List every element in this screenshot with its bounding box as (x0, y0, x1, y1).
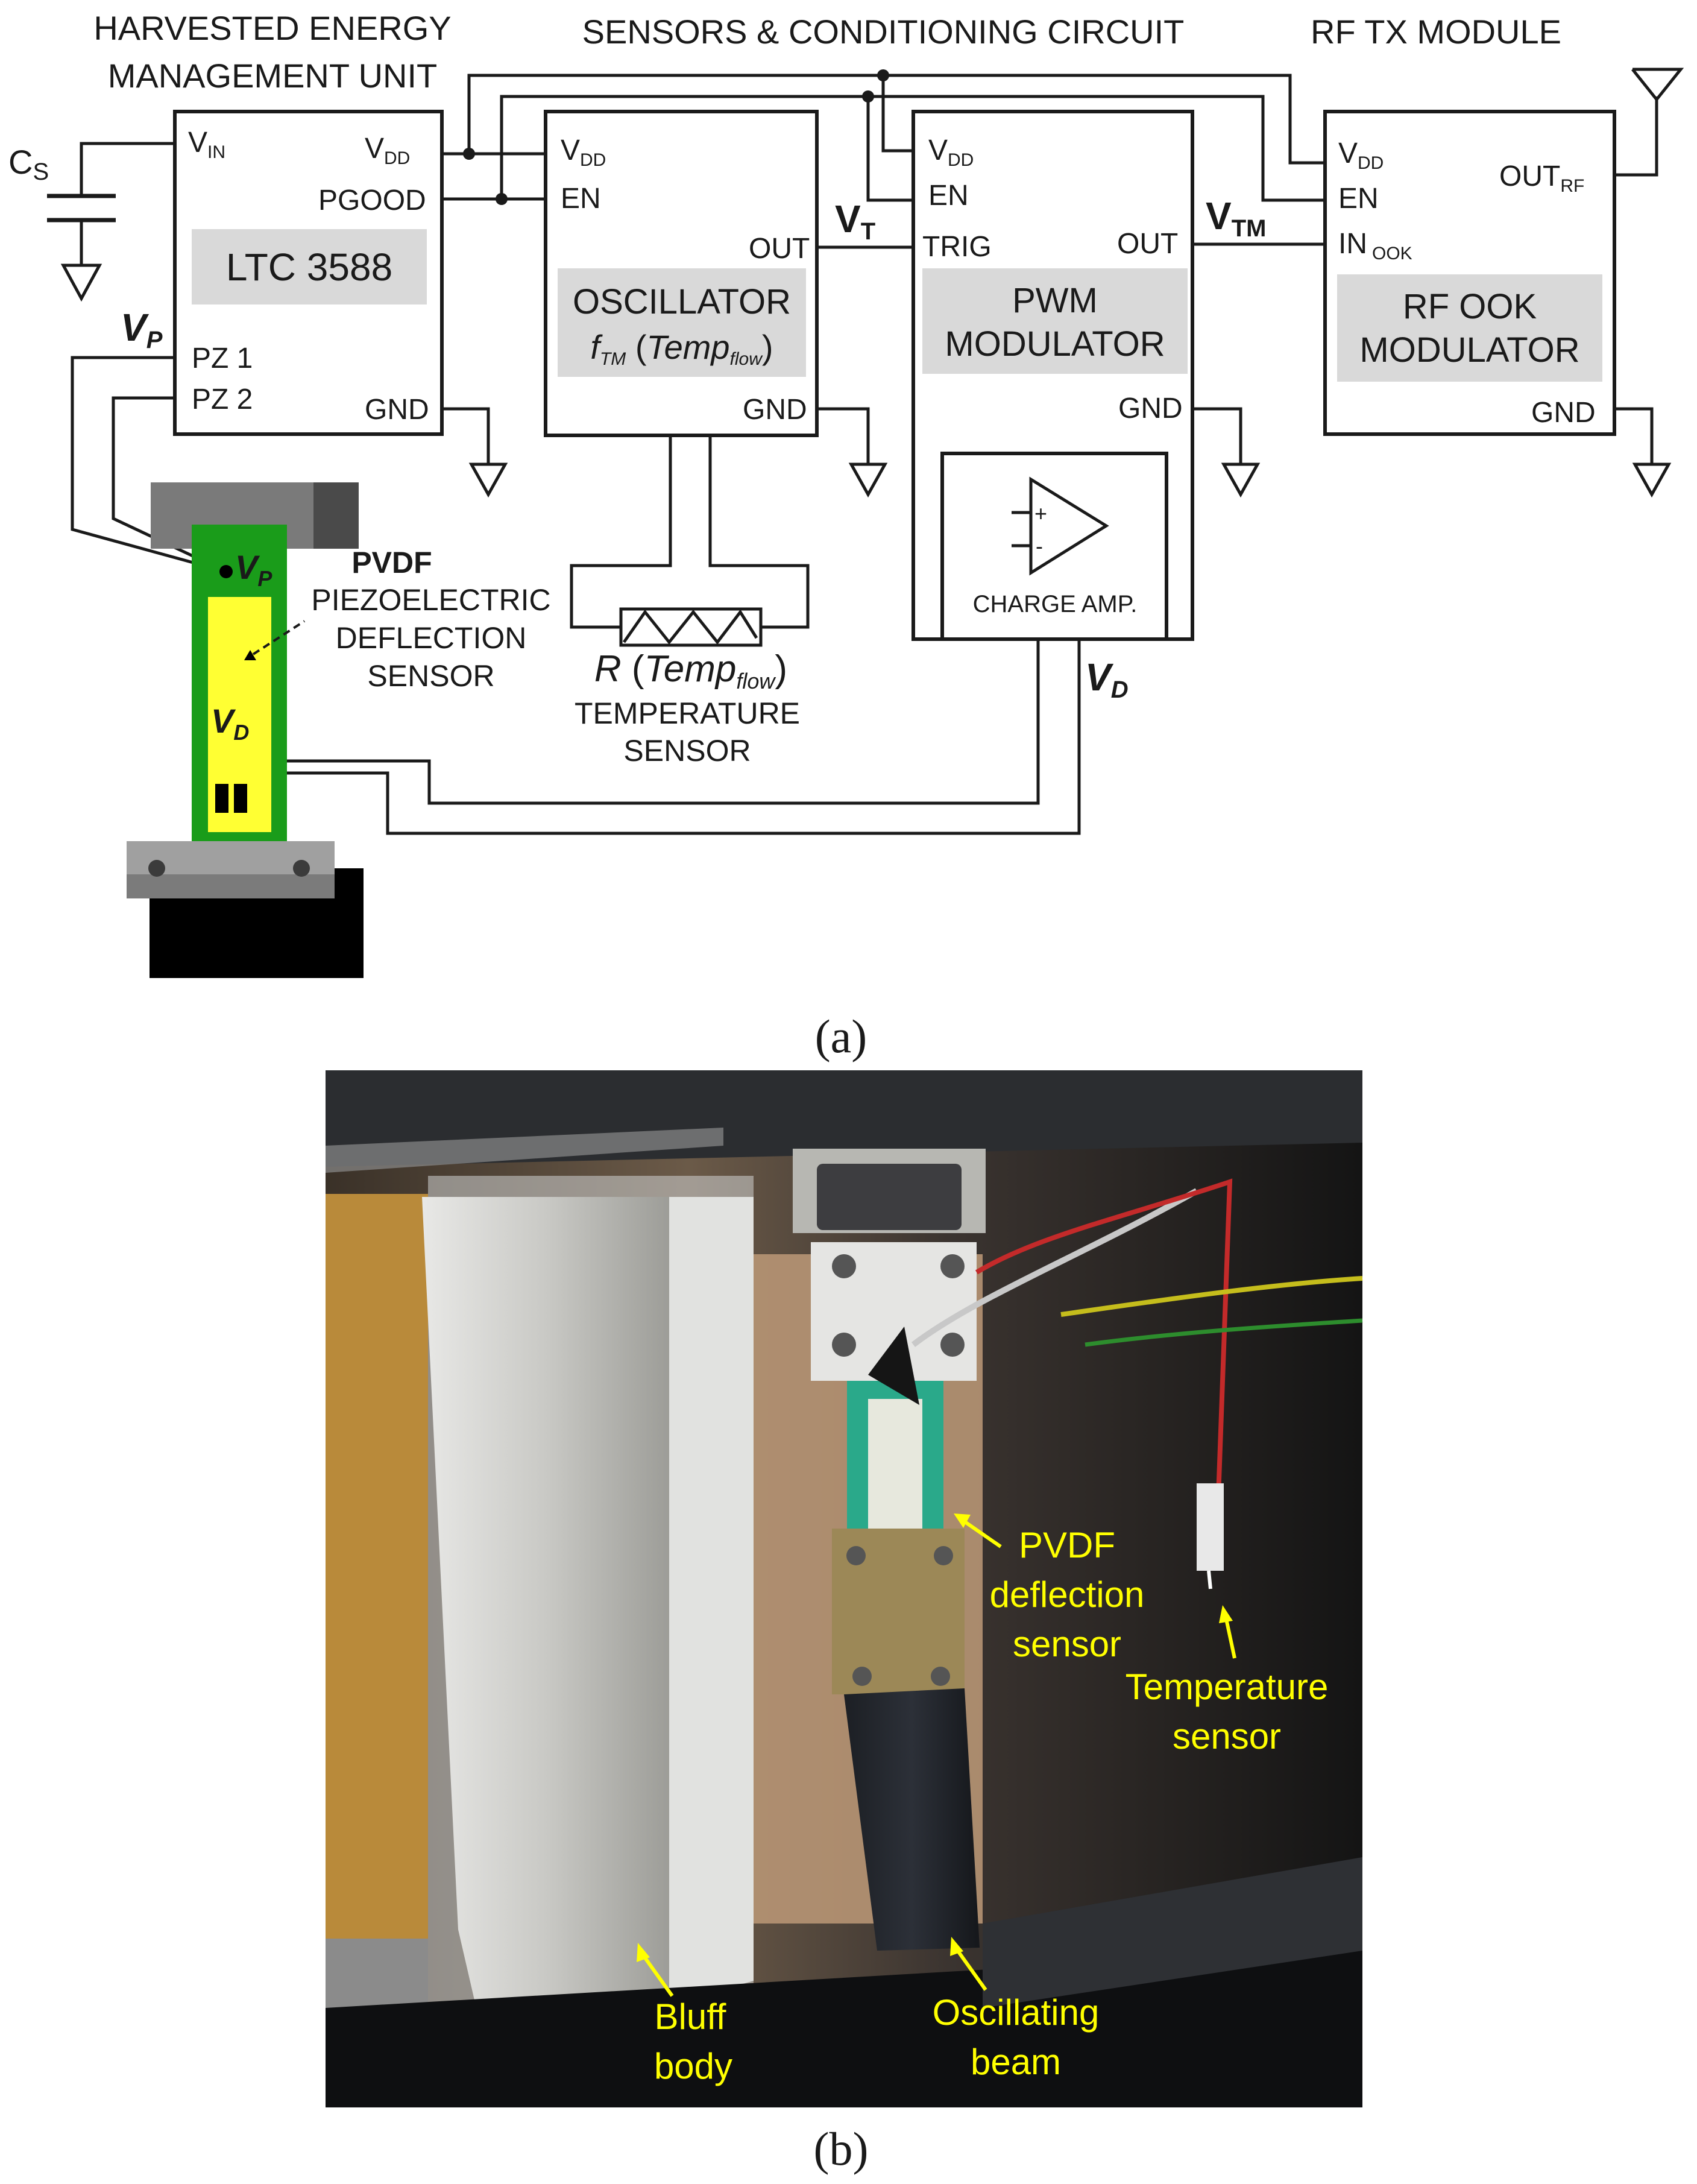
block-diagram: HARVESTED ENERGY MANAGEMENT UNIT SENSORS… (8, 9, 1684, 978)
pwm-en: EN (928, 180, 969, 212)
header-harvest-line2: MANAGEMENT UNIT (108, 57, 438, 95)
pvdf-label-line2: PIEZOELECTRIC (311, 583, 550, 617)
rf-title1: RF OOK (1403, 287, 1537, 326)
annotation-arrows (637, 1513, 1236, 1997)
rf-vdd: VDD (1338, 137, 1384, 173)
photo-label-pvdf-1: PVDF (1019, 1525, 1115, 1565)
ltc-gnd: GND (365, 394, 429, 426)
osc-en: EN (561, 183, 601, 215)
ltc-vdd: VDD (365, 133, 410, 168)
caption-b: (b) (814, 2122, 869, 2175)
ltc-pz1: PZ 1 (192, 342, 253, 374)
ltc-pgood: PGOOD (318, 185, 426, 216)
pvdf-label-line3: DEFLECTION (336, 621, 527, 655)
rf-out: OUTRF (1499, 160, 1584, 196)
osc-gnd: GND (743, 394, 807, 426)
header-harvest-line1: HARVESTED ENERGY (93, 9, 451, 47)
signal-vtm: VTM (1206, 194, 1266, 242)
header-sensors: SENSORS & CONDITIONING CIRCUIT (582, 13, 1185, 51)
caption-a: (a) (815, 1010, 867, 1062)
pwm-gnd: GND (1118, 393, 1183, 424)
temp-sensor-line1: TEMPERATURE (575, 696, 800, 730)
rf-en: EN (1338, 183, 1379, 215)
osc-title: OSCILLATOR (573, 282, 791, 321)
pwm-title2: MODULATOR (945, 324, 1165, 364)
temp-resistor-label: R (Tempflow) (594, 648, 787, 693)
photo-label-beam-2: beam (971, 2042, 1061, 2082)
temperature-sensor: R (Tempflow) TEMPERATURE SENSOR (575, 607, 800, 768)
capacitor-cs: CS (8, 143, 116, 302)
oscillating-beam (844, 1688, 980, 1951)
pvdf-label-line1: PVDF (351, 546, 432, 579)
charge-amp-label: CHARGE AMP. (973, 591, 1138, 617)
opamp-plus: + (1034, 501, 1047, 526)
capacitor-label: CS (8, 143, 49, 185)
pwm-title1: PWM (1012, 281, 1098, 320)
photo-label-beam-1: Oscillating (933, 1992, 1100, 2033)
rf-gnd: GND (1531, 397, 1596, 429)
osc-vdd: VDD (561, 134, 606, 170)
signal-vp-beam: VP (235, 548, 272, 591)
rf-title2: MODULATOR (1359, 330, 1579, 370)
pwm-block: VDD EN TRIG OUT GND PWM MODULATOR + - CH… (911, 110, 1194, 641)
temperature-sensor-photo (1197, 1483, 1224, 1571)
signal-labels: VT VTM VP VD (121, 194, 1266, 703)
ltc-pz2: PZ 2 (192, 383, 253, 415)
photo-label-bluff-1: Bluff (655, 1996, 726, 2037)
photo-label-temp-1: Temperature (1126, 1667, 1329, 1707)
signal-vd-beam: VD (211, 702, 249, 745)
signal-vt: VT (835, 197, 875, 245)
ground-symbols (468, 462, 1672, 498)
signal-vp-top: VP (121, 306, 163, 353)
photo-label-temp-2: sensor (1173, 1716, 1281, 1756)
ltc3588-block: LTC 3588 VIN VDD PGOOD PZ 1 PZ 2 GND (173, 110, 444, 436)
bluff-body (422, 1197, 669, 2008)
ltc-vin: VIN (188, 127, 225, 162)
pwm-vdd: VDD (928, 134, 974, 170)
opamp-minus: - (1036, 534, 1043, 558)
osc-out: OUT (749, 233, 810, 265)
ltc-name: LTC 3588 (226, 245, 392, 289)
pwm-trig: TRIG (922, 231, 992, 263)
pwm-out: OUT (1117, 228, 1178, 260)
beam-clamp-bottom (127, 841, 335, 874)
opamp-icon (1029, 476, 1109, 576)
photo-label-pvdf-3: sensor (1013, 1624, 1121, 1664)
osc-function: fTM (Tempflow) (590, 328, 773, 369)
pvdf-label-line4: SENSOR (367, 659, 494, 693)
photo-label-bluff-2: body (654, 2046, 732, 2086)
piezo-beam-illustration: VP VD PVDF PIEZOELECTRIC DEFLECTION SENS… (127, 482, 551, 978)
signal-vd-right: VD (1085, 655, 1129, 703)
temp-sensor-line2: SENSOR (623, 734, 751, 768)
photograph: PVDF deflection sensor Temperature senso… (326, 1070, 1363, 2107)
antenna-icon (1631, 68, 1684, 103)
junction-dots (463, 69, 889, 205)
oscillator-block: VDD EN OUT GND OSCILLATOR fTM (Tempflow) (544, 110, 819, 437)
header-rf: RF TX MODULE (1311, 13, 1561, 51)
photo-label-pvdf-2: deflection (990, 1574, 1145, 1615)
honeycomb-panel (326, 1194, 428, 1939)
